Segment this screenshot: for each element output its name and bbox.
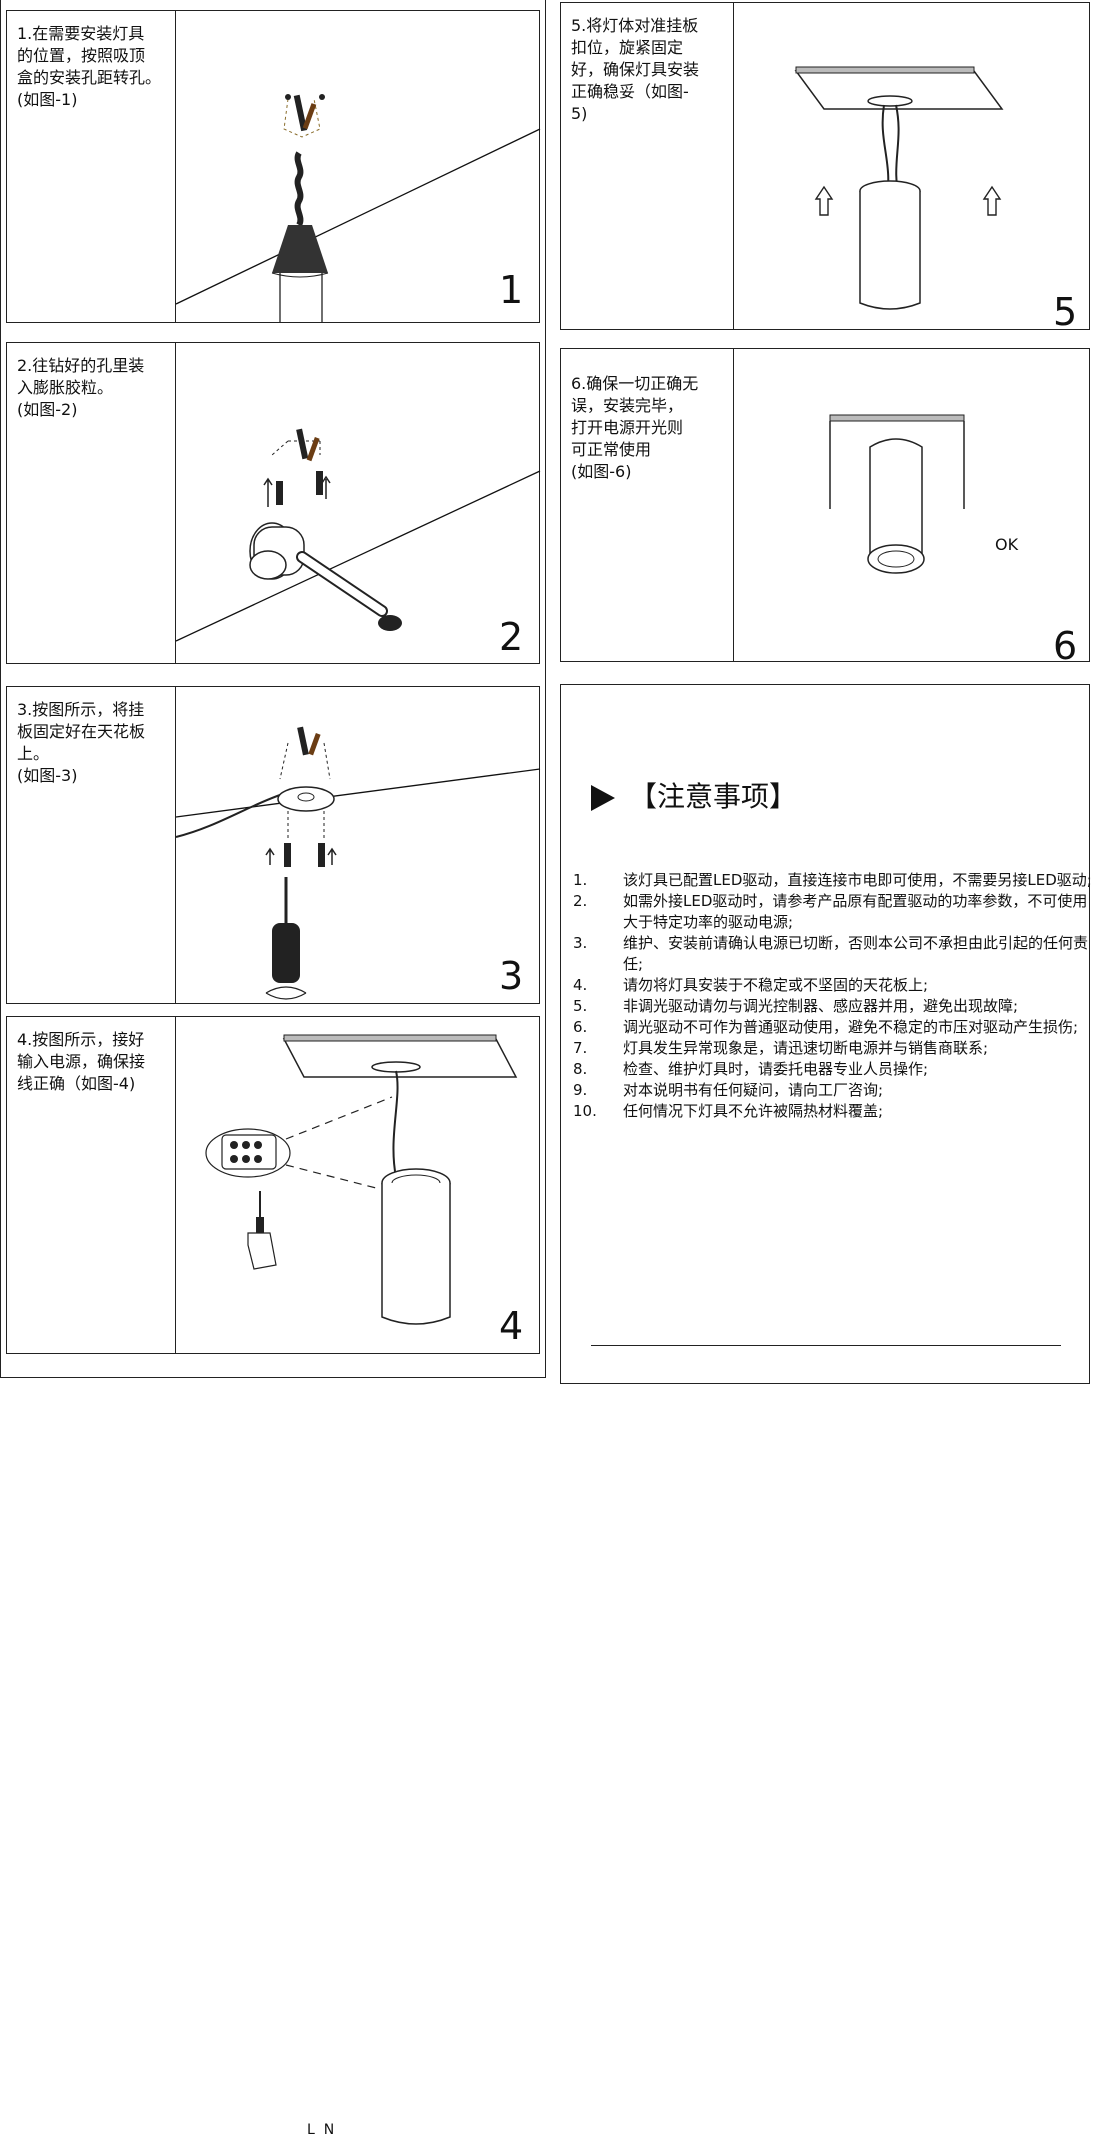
step-6-text: 6.确保一切正确无 误，安装完毕， 打开电源开光则 可正常使用 (如图-6) bbox=[571, 374, 699, 481]
step-6-installed-illustration bbox=[829, 414, 965, 574]
list-item: 7.灯具发生异常现象是，请迅速切断电源并与销售商联系; bbox=[573, 1039, 989, 1057]
list-item: 2.如需外接LED驱动时，请参考产品原有配置驱动的功率参数，不可使用大于特定功率… bbox=[573, 892, 1088, 931]
signature-line bbox=[591, 1345, 1061, 1346]
step-5-number: 5 bbox=[1053, 290, 1078, 334]
step-1-text: 1.在需要安装灯具 的位置，按照吸顶 盒的安装孔距转孔。 (如图-1) bbox=[17, 24, 162, 109]
step-3-panel: 3.按图所示，将挂 板固定好在天花板 上。 (如图-3) 3 bbox=[6, 686, 541, 1004]
list-item: 9.对本说明书有任何疑问，请向工厂咨询; bbox=[573, 1081, 884, 1099]
step-3-number: 3 bbox=[499, 954, 524, 998]
step-4-text: 4.按图所示，接好 输入电源，确保接 线正确（如图-4) bbox=[17, 1030, 146, 1093]
step-5-text: 5.将灯体对准挂板 扣位，旋紧固定 好，确保灯具安装 正确稳妥（如图- 5) bbox=[571, 16, 700, 123]
step-1-number: 1 bbox=[499, 268, 524, 312]
step-2-text: 2.往钻好的孔里装 入膨胀胶粒。 (如图-2) bbox=[17, 356, 145, 419]
list-item: 6.调光驱动不可作为普通驱动使用，避免不稳定的市压对驱动产生损伤; bbox=[573, 1018, 1079, 1036]
triangle-bullet-icon bbox=[591, 785, 615, 811]
step-5-mount-illustration bbox=[794, 66, 1004, 310]
step-3-screwdriver-illustration bbox=[175, 726, 541, 1000]
step-4-panel: 4.按图所示，接好 输入电源，确保接 线正确（如图-4) L N 4 bbox=[6, 1016, 540, 2138]
step-4-wiring-illustration bbox=[205, 1034, 518, 1325]
list-item: 10.任何情况下灯具不允许被隔热材料覆盖; bbox=[573, 1102, 884, 1120]
step-1-drill-illustration bbox=[175, 94, 541, 322]
step-6-panel: 6.确保一切正确无 误，安装完毕， 打开电源开光则 可正常使用 (如图-6) O… bbox=[560, 348, 1090, 668]
left-column-frame bbox=[0, 0, 546, 1378]
ok-label: OK bbox=[995, 535, 1019, 554]
notes-title-text: 【注意事项】 bbox=[629, 780, 798, 813]
step-2-number: 2 bbox=[499, 615, 524, 659]
step-1-panel: 1.在需要安装灯具 的位置，按照吸顶 盒的安装孔距转孔。 (如图-1) 1 bbox=[6, 10, 541, 323]
step-6-number: 6 bbox=[1053, 624, 1078, 668]
notes-title: 【注意事项】 bbox=[591, 777, 797, 817]
list-item: 5.非调光驱动请勿与调光控制器、感应器并用，避免出现故障; bbox=[573, 997, 1019, 1015]
step-2-panel: 2.往钻好的孔里装 入膨胀胶粒。 (如图-2) 2 bbox=[6, 342, 541, 664]
wiring-label-LN: L N bbox=[307, 2122, 335, 2138]
list-item: 3.维护、安装前请确认电源已切断，否则本公司不承担由此引起的任何责任; bbox=[573, 934, 1089, 973]
step-4-number: 4 bbox=[499, 1304, 524, 1348]
list-item: 4.请勿将灯具安装于不稳定或不坚固的天花板上; bbox=[573, 976, 929, 994]
step-3-text: 3.按图所示，将挂 板固定好在天花板 上。 (如图-3) bbox=[17, 700, 146, 785]
notes-list: 1.该灯具已配置LED驱动，直接连接市电即可使用，不需要另接LED驱动; 2.如… bbox=[573, 870, 1093, 1122]
step-2-hammer-illustration bbox=[175, 428, 541, 642]
list-item: 1.该灯具已配置LED驱动，直接连接市电即可使用，不需要另接LED驱动; bbox=[573, 871, 1092, 889]
list-item: 8.检查、维护灯具时，请委托电器专业人员操作; bbox=[573, 1060, 929, 1078]
notes-panel: 【注意事项】 1.该灯具已配置LED驱动，直接连接市电即可使用，不需要另接LED… bbox=[560, 684, 1093, 1384]
step-5-panel: 5.将灯体对准挂板 扣位，旋紧固定 好，确保灯具安装 正确稳妥（如图- 5) 5 bbox=[560, 2, 1090, 334]
